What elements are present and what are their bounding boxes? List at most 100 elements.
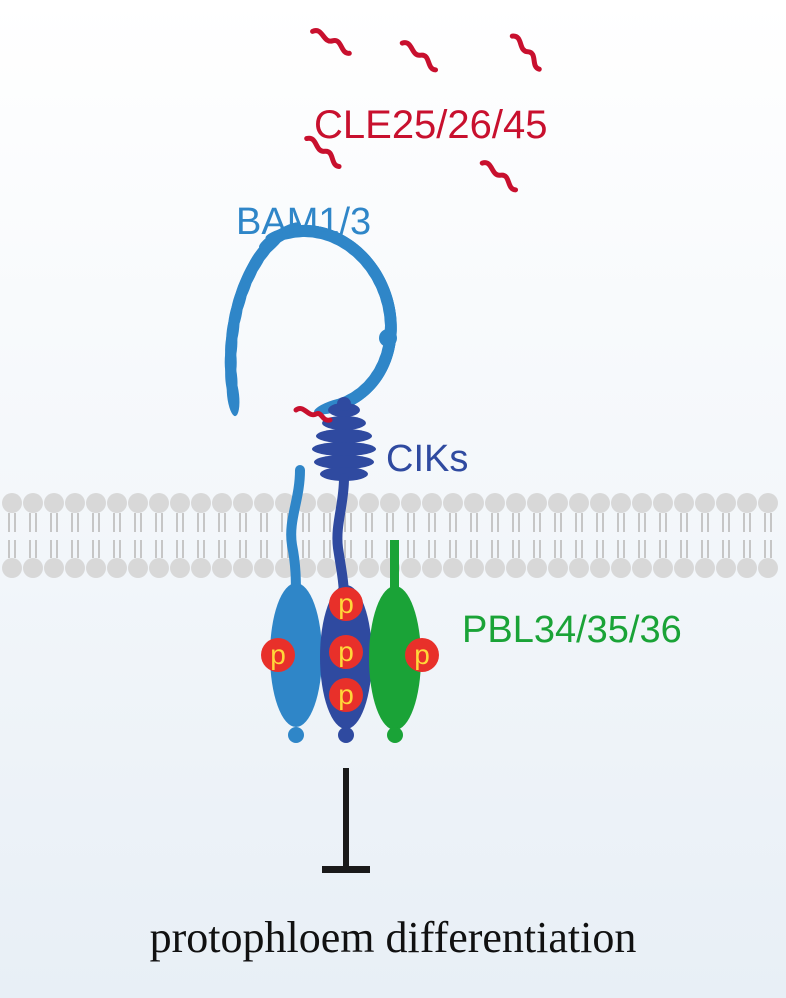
lipid-head bbox=[254, 558, 274, 578]
inhibition-icon bbox=[322, 768, 370, 873]
lipid-head bbox=[422, 558, 442, 578]
phospho-mark bbox=[405, 638, 439, 672]
bam-lrr-domain bbox=[224, 222, 397, 417]
lipid-head bbox=[485, 493, 505, 513]
lipid-head bbox=[65, 493, 85, 513]
lipid-head bbox=[65, 558, 85, 578]
lipid-head bbox=[107, 493, 127, 513]
bound-ligand-peptide bbox=[293, 406, 333, 423]
lipid-head bbox=[23, 493, 43, 513]
phospho-label: p bbox=[338, 588, 354, 619]
lipid-head bbox=[191, 493, 211, 513]
cik-transmembrane bbox=[332, 473, 349, 603]
phospho-mark bbox=[329, 587, 363, 621]
lipid-head bbox=[674, 493, 694, 513]
outcome-label: protophloem differentiation bbox=[150, 913, 637, 962]
lipid-head bbox=[590, 558, 610, 578]
phospho-label: p bbox=[270, 639, 286, 670]
ligand-peptide-icon bbox=[479, 160, 519, 193]
lipid-head bbox=[86, 558, 106, 578]
lipid-head bbox=[128, 493, 148, 513]
cik-c-terminus bbox=[338, 727, 354, 743]
phospho-label: p bbox=[414, 639, 430, 670]
coreceptor-label: CIKs bbox=[386, 438, 468, 480]
lipid-head bbox=[23, 558, 43, 578]
lipid-head bbox=[233, 558, 253, 578]
lipid-head bbox=[464, 558, 484, 578]
lipid-head bbox=[296, 558, 316, 578]
lipid-head bbox=[611, 493, 631, 513]
lipid-head bbox=[569, 558, 589, 578]
lipid-head bbox=[548, 558, 568, 578]
lipid-head bbox=[527, 493, 547, 513]
lipid-head bbox=[2, 493, 22, 513]
lipid-head bbox=[44, 558, 64, 578]
inhibition-bar bbox=[322, 866, 370, 873]
ligand-label: CLE25/26/45 bbox=[314, 103, 548, 147]
lipid-head bbox=[485, 558, 505, 578]
ligand-peptide-icon bbox=[304, 135, 342, 169]
ligand-peptide-icon bbox=[399, 40, 439, 73]
bam-kinase-domain bbox=[270, 583, 322, 727]
pbl-kinase bbox=[369, 540, 421, 743]
lipid-head bbox=[716, 493, 736, 513]
lipid-head bbox=[527, 558, 547, 578]
lrr-cap bbox=[379, 329, 397, 347]
lipid-head bbox=[317, 493, 337, 513]
lipid-head bbox=[695, 493, 715, 513]
lipid-head bbox=[590, 493, 610, 513]
lipid-head bbox=[170, 558, 190, 578]
phospho-mark bbox=[329, 678, 363, 712]
lipid-head bbox=[716, 558, 736, 578]
lipid-head bbox=[653, 493, 673, 513]
pbl-c-terminus bbox=[387, 727, 403, 743]
lipid-head bbox=[737, 558, 757, 578]
lipid-head bbox=[506, 558, 526, 578]
ligand-peptides bbox=[304, 28, 542, 193]
phospho-label: p bbox=[338, 679, 354, 710]
ligand-peptide-icon bbox=[310, 28, 352, 56]
lipid-head bbox=[632, 558, 652, 578]
lipid-head bbox=[443, 558, 463, 578]
lipid-head bbox=[359, 493, 379, 513]
bam-transmembrane bbox=[286, 465, 305, 605]
lrr-leaf bbox=[314, 455, 374, 469]
lipid-head bbox=[212, 493, 232, 513]
lipid-head bbox=[401, 558, 421, 578]
lipid-head bbox=[758, 493, 778, 513]
ligand-peptide-icon bbox=[509, 33, 542, 72]
lrr-cap bbox=[337, 397, 351, 411]
lipid-head bbox=[443, 493, 463, 513]
bam-receptor bbox=[224, 222, 397, 743]
lrr-leaf bbox=[322, 416, 366, 430]
lipid-head bbox=[737, 493, 757, 513]
lipid-head bbox=[86, 493, 106, 513]
phospho-label: p bbox=[338, 636, 354, 667]
lipid-head bbox=[128, 558, 148, 578]
lrr-leaf bbox=[312, 442, 376, 456]
kinase-label: PBL34/35/36 bbox=[462, 609, 682, 651]
lipid-head bbox=[506, 493, 526, 513]
phospho-mark bbox=[261, 638, 295, 672]
lipid-head bbox=[632, 493, 652, 513]
lipid-head bbox=[401, 493, 421, 513]
lipid-head bbox=[2, 558, 22, 578]
lipid-head bbox=[569, 493, 589, 513]
lipid-head bbox=[548, 493, 568, 513]
lipid-head bbox=[611, 558, 631, 578]
lrr-leaf bbox=[316, 429, 372, 443]
lipid-head bbox=[191, 558, 211, 578]
lipid-head bbox=[422, 493, 442, 513]
phospho-mark bbox=[329, 635, 363, 669]
lipid-head bbox=[464, 493, 484, 513]
lipid-head bbox=[653, 558, 673, 578]
lipid-head bbox=[233, 493, 253, 513]
inhibition-stem bbox=[343, 768, 349, 868]
lipid-head bbox=[359, 558, 379, 578]
cik-lrr-domain bbox=[312, 397, 376, 481]
pbl-kinase-domain bbox=[369, 586, 421, 730]
lipid-head bbox=[254, 493, 274, 513]
